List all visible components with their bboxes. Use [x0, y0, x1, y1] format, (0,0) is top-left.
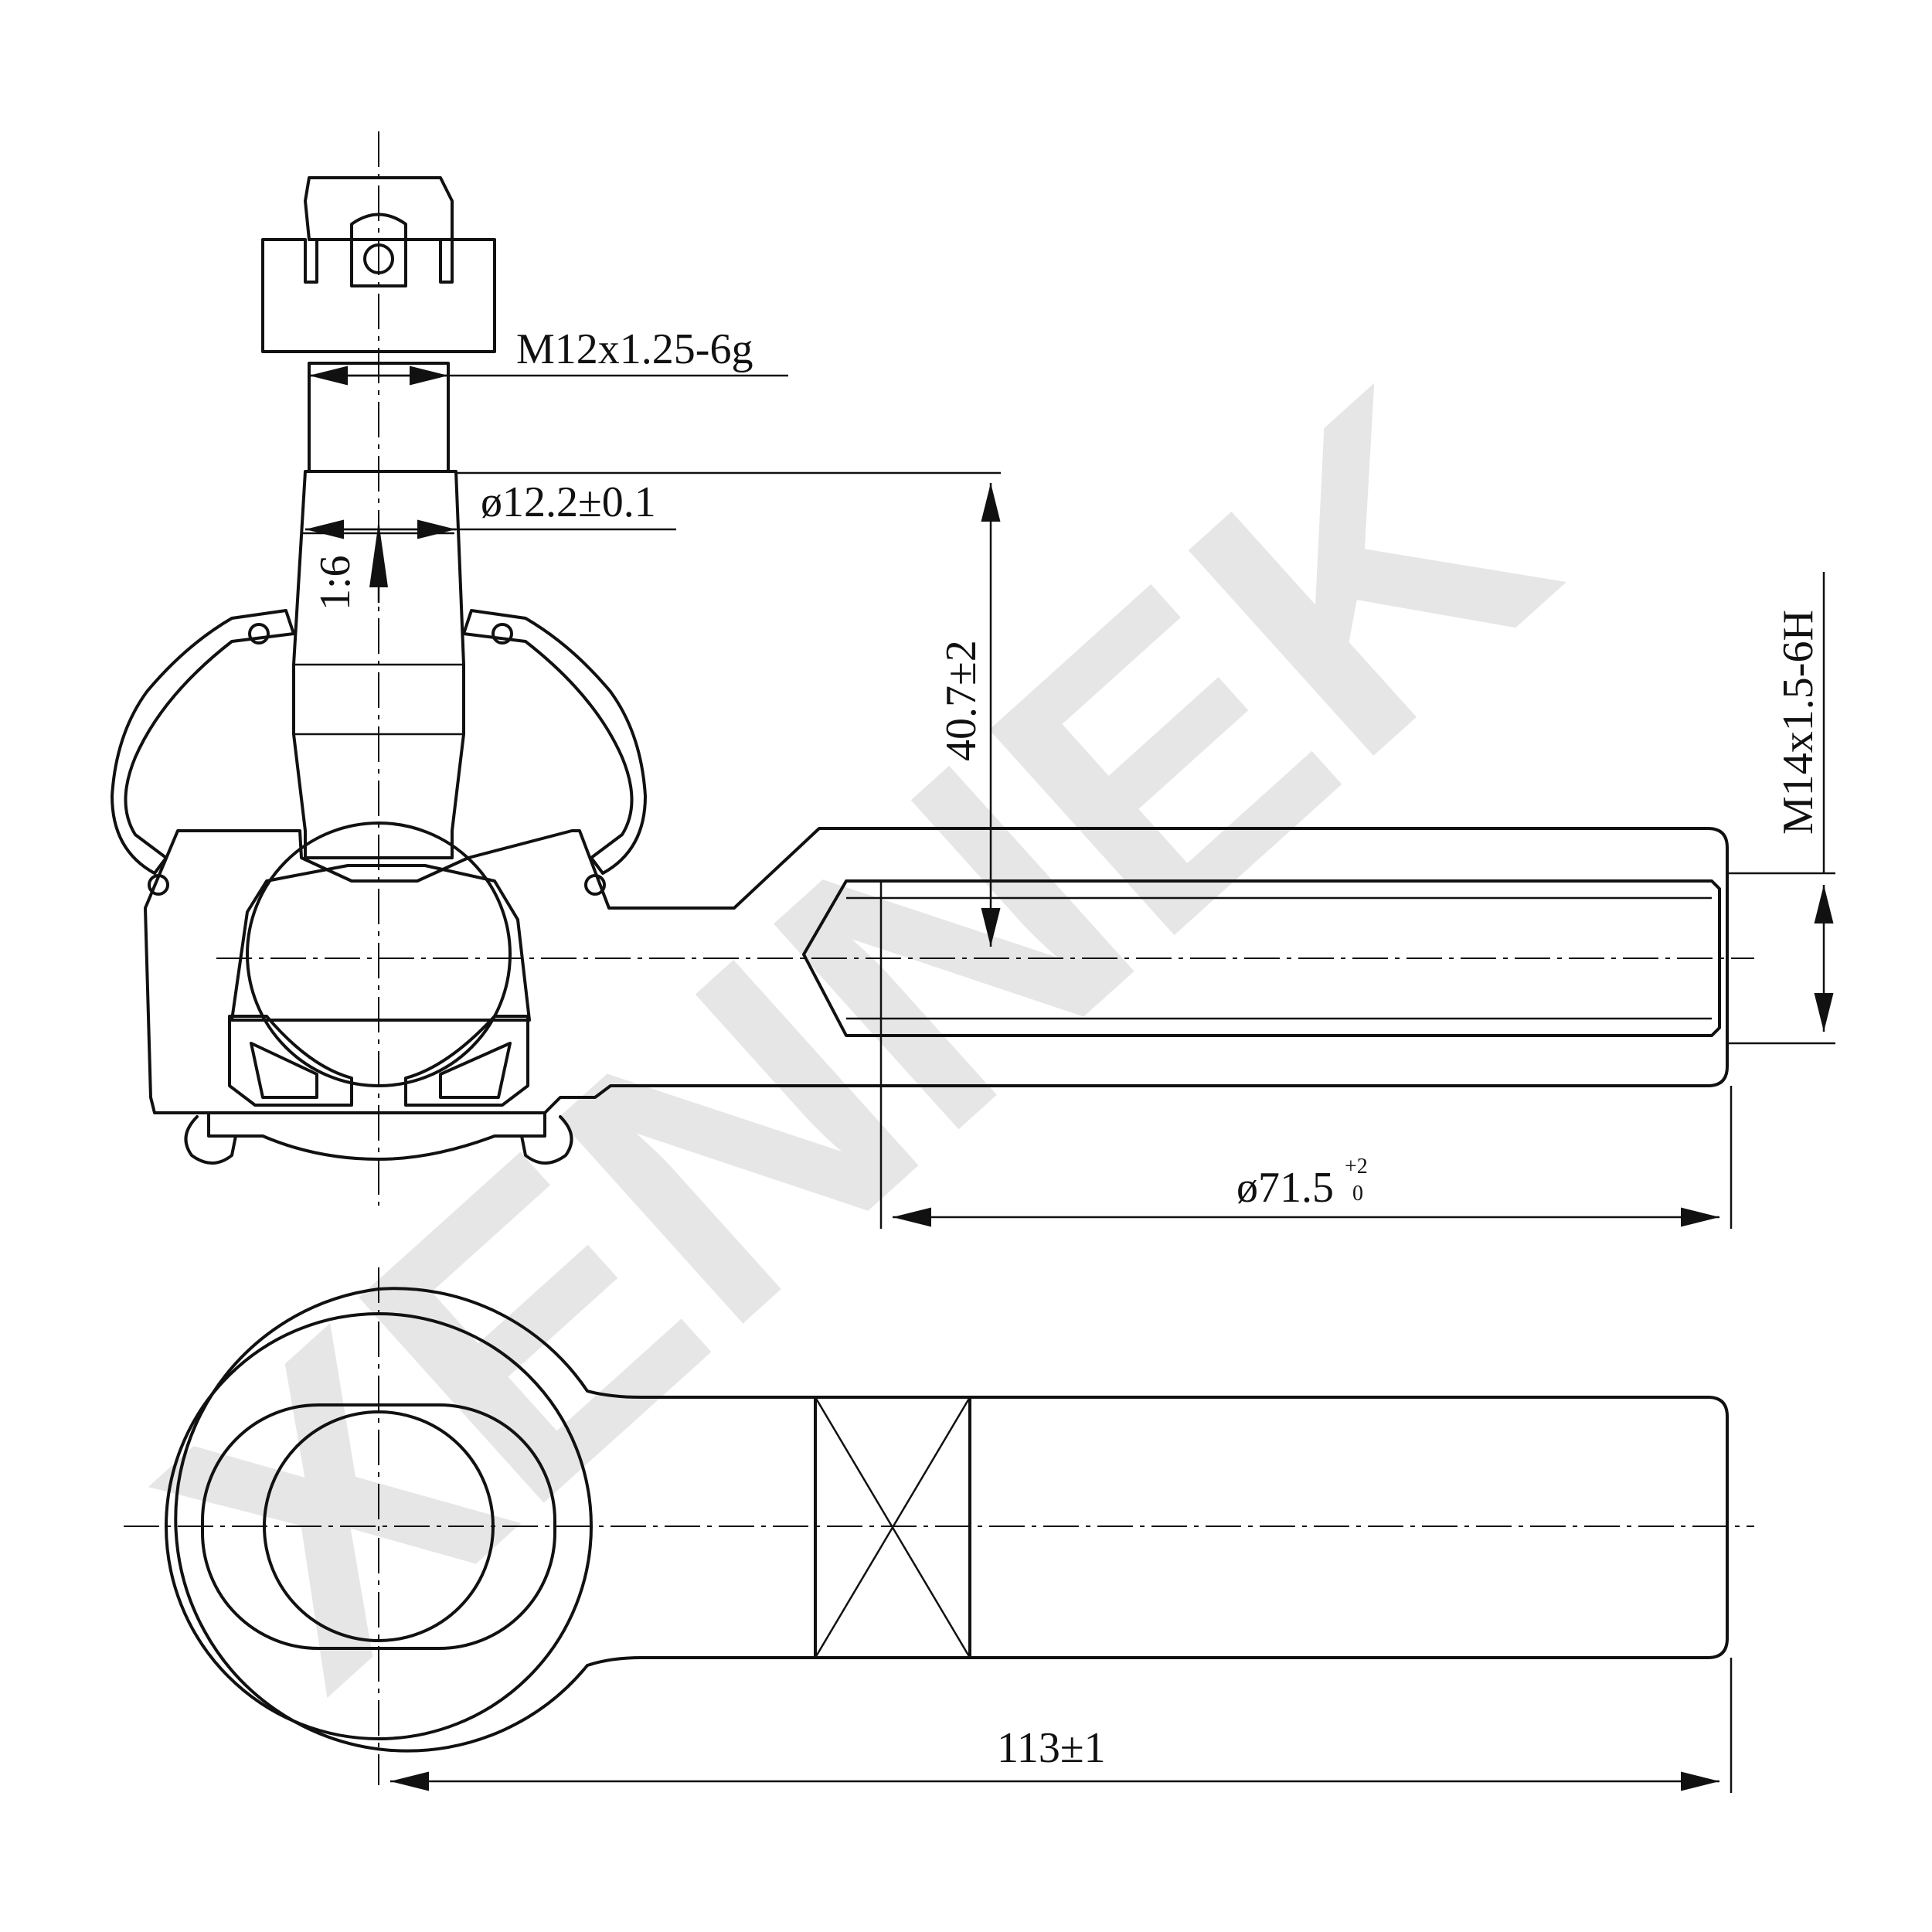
- threaded-bore: [802, 879, 1721, 1037]
- thread-length-tol-upper: +2: [1345, 1155, 1368, 1179]
- wrench-flats: [814, 1396, 971, 1659]
- castle-nut: [261, 238, 496, 353]
- thread-length-tol-lower: 0: [1352, 1182, 1363, 1206]
- thread-length-label: ø71.5: [1236, 1164, 1334, 1212]
- dust-boot: [111, 609, 295, 875]
- stud-thread-label: M12x1.25-6g: [516, 325, 753, 373]
- height-label: 40.7±2: [937, 640, 985, 761]
- plan-outline: [174, 1287, 1729, 1753]
- bearing-seat-inner-right: [439, 1042, 512, 1099]
- ball-cavity: [230, 864, 531, 1022]
- boot-ring-bottom-right: [584, 874, 606, 896]
- boot-ring-top-left: [248, 623, 270, 645]
- side-view-dimensions: M12x1.25-6g ø12.2±0.1 1:6 40.7±2 M14x1.5…: [305, 325, 1835, 1229]
- overall-length-label: 113±1: [997, 1724, 1106, 1772]
- cotter-pin: [350, 213, 407, 287]
- housing-body: [144, 827, 1729, 1114]
- cover-rim-left: [184, 1115, 237, 1165]
- cover-rim-right: [520, 1115, 573, 1165]
- ball-stud: [292, 470, 465, 859]
- flats-diag-2: [814, 1396, 971, 1658]
- bearing-seat-right: [404, 1015, 529, 1107]
- dust-boot-right: [462, 609, 647, 875]
- bearing-seat-inner: [250, 1042, 318, 1099]
- boot-ring-top-right: [492, 623, 513, 645]
- stud-diameter-label: ø12.2±0.1: [481, 478, 656, 526]
- boot-ring-bottom-left: [148, 874, 169, 896]
- plan-view-dimensions: 113±1: [390, 1658, 1733, 1793]
- body-thread-label: M14x1.5-6H: [1774, 610, 1822, 835]
- side-section-view: [111, 131, 1754, 1206]
- bearing-seat: [228, 1015, 353, 1107]
- taper-label: 1:6: [311, 555, 359, 611]
- nut-top: [304, 176, 454, 241]
- plan-view: [124, 1267, 1754, 1785]
- stud-thread: [308, 362, 450, 473]
